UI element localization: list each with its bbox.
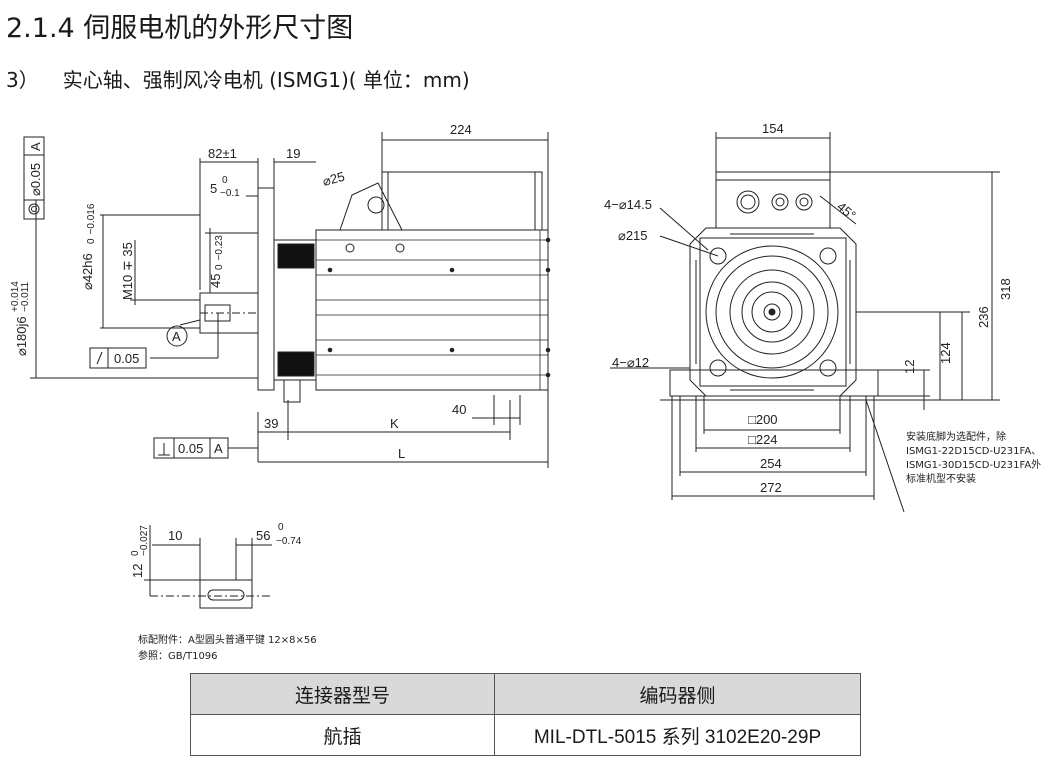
dim-45-tol: 0−0.23	[214, 235, 225, 270]
dim-318: 318	[998, 278, 1013, 300]
key-dim-10: 10	[168, 528, 182, 543]
dim-m10: M10 ∓ 35	[120, 242, 135, 300]
datum-a: A	[172, 329, 181, 344]
table-header-encoder: 编码器侧	[494, 673, 861, 715]
connector-table: 连接器型号 编码器侧 航插 MIL-DTL-5015 系列 3102E20-29…	[190, 673, 861, 756]
table-cell-encoder-model: MIL-DTL-5015 系列 3102E20-29P	[494, 714, 861, 756]
flange-ring	[705, 245, 839, 379]
lifting-lug	[339, 182, 403, 231]
dim-4x14: 4−⌀14.5	[604, 197, 652, 212]
dim-l: L	[398, 446, 405, 461]
dim-200: □200	[748, 412, 778, 427]
dim-12-front: 12	[902, 360, 917, 374]
item-number: 3）	[6, 68, 39, 92]
dim-5-tol-lower: −0.1	[220, 188, 240, 199]
item-text: 实心轴、强制风冷电机 (ISMG1)( 单位：mm)	[62, 68, 470, 92]
key-dim-56: 56	[256, 528, 270, 543]
dim-45: 45	[208, 274, 223, 288]
dim-5-tol-upper: 0	[222, 175, 228, 186]
dim-82: 82±1	[208, 146, 237, 161]
key-dim-12: 12	[130, 564, 145, 578]
dim-4x12: 4−⌀12	[612, 355, 649, 370]
motor-body	[315, 229, 549, 391]
dim-215: ⌀215	[618, 228, 648, 243]
side-view	[23, 132, 551, 468]
front-view	[610, 132, 1000, 513]
key-caption-line-2: 参照：GB/T1096	[138, 649, 218, 662]
dim-45-deg: 45°	[834, 199, 859, 223]
fan-box	[381, 171, 543, 231]
key-dim-12-tol: 0−0.027	[130, 525, 150, 556]
dim-40: 40	[452, 402, 466, 417]
table-header-connector: 连接器型号	[190, 673, 495, 715]
dim-236: 236	[976, 306, 991, 328]
runout-value: ⌀0.05	[28, 163, 43, 196]
page-title: 2.1.4 伺服电机的外形尺寸图	[6, 13, 354, 44]
key-dim-56-tol-upper: 0	[278, 522, 284, 533]
dim-39: 39	[264, 416, 278, 431]
key-caption-line-1: 标配附件：A型圆头普通平键 12×8×56	[138, 633, 317, 646]
dim-154: 154	[762, 121, 784, 136]
dim-42-tol: 0−0.016	[86, 203, 97, 244]
mounting-feet	[669, 369, 879, 397]
dim-25: ⌀25	[321, 169, 346, 189]
flatness-value: 0.05	[114, 351, 139, 366]
dim-k: K	[390, 416, 399, 431]
perp-value: 0.05	[178, 441, 203, 456]
runout-ref: A	[28, 142, 43, 151]
dim-42: ⌀42h6	[80, 253, 95, 290]
flange	[257, 187, 275, 391]
table-cell-connector-type: 航插	[190, 714, 495, 756]
dim-272: 272	[760, 480, 782, 495]
perp-ref: A	[214, 441, 223, 456]
section-subtitle: 3） 实心轴、强制风冷电机 (ISMG1)( 单位：mm)	[6, 64, 470, 93]
key-dim-56-tol-lower: −0.74	[276, 536, 302, 547]
dim-180: ⌀180j6	[14, 316, 29, 356]
dim-19: 19	[286, 146, 300, 161]
encoder-connector	[736, 190, 760, 214]
table-header-row: 连接器型号 编码器侧	[190, 673, 861, 715]
dim-124: 124	[938, 342, 953, 364]
key-body	[199, 579, 253, 609]
foot-note-line-4: 标准机型不安装	[906, 472, 976, 485]
dim-180-tol: +0.014−0.011	[10, 281, 31, 312]
foot-note-line-3: ISMG1-30D15CD-U231FA外	[906, 459, 1041, 471]
foot-note-line-1: 安装底脚为选配件，除	[906, 430, 1006, 443]
dim-5: 5	[210, 181, 217, 196]
dim-224: 224	[450, 122, 472, 137]
dim-254: 254	[760, 456, 782, 471]
dim-224-front: □224	[748, 432, 778, 447]
key-view	[144, 525, 272, 609]
foot-note-line-2: ISMG1-22D15CD-U231FA、	[906, 446, 1041, 457]
table-row: 航插 MIL-DTL-5015 系列 3102E20-29P	[190, 714, 861, 756]
